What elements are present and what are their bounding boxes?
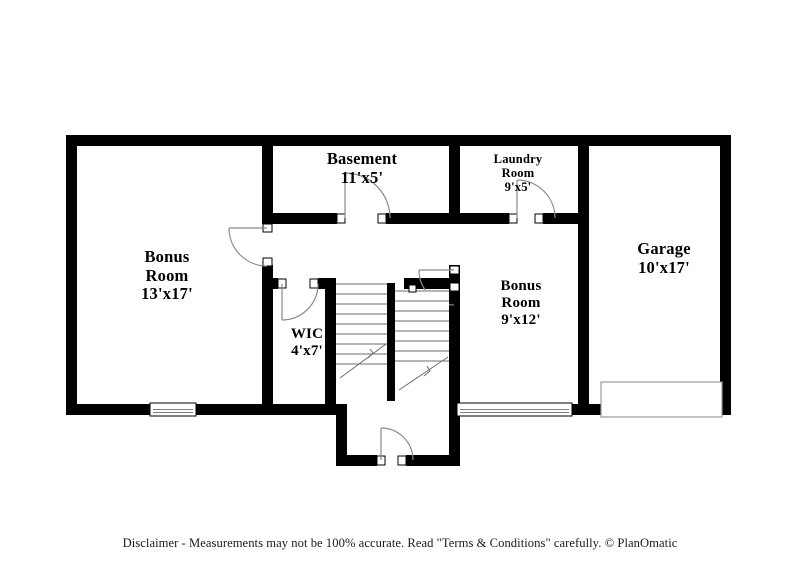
wall-interior-basement-bottom-a bbox=[262, 213, 337, 224]
jamb-laundry-right bbox=[534, 213, 544, 224]
room-name-basement: Basement bbox=[326, 149, 398, 168]
wall-exterior-left bbox=[66, 135, 77, 415]
room-label-bonus-room-right: Bonus Room 9'x12' bbox=[500, 278, 541, 329]
stair-flight-right bbox=[395, 284, 449, 391]
wall-interior-stairs-bonusright bbox=[449, 265, 460, 415]
wall-interior-stairs-top-right bbox=[404, 278, 452, 289]
room-dimensions-bonus-room-right: 9'x12' bbox=[501, 311, 541, 328]
room-dimensions-laundry-room: 9'x5' bbox=[504, 180, 532, 195]
room-name-garage: Garage bbox=[637, 239, 691, 258]
room-name-laundry-room-2: Room bbox=[501, 166, 535, 181]
wall-exterior-bottom-garage bbox=[585, 404, 603, 415]
room-dimensions-wic: 4'x7' bbox=[291, 342, 323, 359]
door-basement bbox=[344, 172, 391, 219]
room-label-wic: WIC 4'x7' bbox=[291, 326, 323, 360]
jamb-basement-left bbox=[336, 213, 346, 224]
jamb-bonusright-bottom bbox=[449, 282, 460, 292]
door-jamb-group bbox=[262, 213, 544, 466]
wall-exterior-bottom-left-a bbox=[66, 404, 150, 415]
jamb-basement-right bbox=[377, 213, 387, 224]
wall-stairwell-bottom-b bbox=[406, 455, 460, 466]
stair-flight-left bbox=[336, 283, 387, 384]
window-group bbox=[149, 402, 573, 417]
jamb-hall-bottom bbox=[262, 257, 273, 267]
wall-stairwell-bottom-a bbox=[336, 455, 377, 466]
stair-direction-arrow-right bbox=[398, 356, 449, 391]
room-dimensions-bonus-room-left: 13'x17' bbox=[141, 284, 193, 304]
room-name-laundry-room: Laundry bbox=[493, 152, 543, 166]
wall-exterior-right bbox=[720, 135, 731, 415]
wall-interior-laundry-bottom-a bbox=[449, 213, 509, 224]
room-dimensions-basement: 11'x5' bbox=[340, 167, 384, 187]
garage-overhead-door bbox=[600, 381, 723, 418]
stairs-group bbox=[336, 283, 449, 391]
room-label-laundry-room: Laundry Room 9'x5' bbox=[494, 152, 543, 194]
room-name-bonus-room-left-2: Room bbox=[145, 265, 189, 285]
door-bonus-left-hall bbox=[228, 227, 268, 267]
wall-interior-laundry-garage bbox=[578, 135, 589, 415]
wall-stairwell-left bbox=[336, 404, 347, 466]
window-bonus-left bbox=[149, 402, 197, 417]
room-dimensions-garage: 10'x17' bbox=[638, 257, 690, 277]
room-name-bonus-room-right: Bonus bbox=[500, 278, 542, 294]
jamb-stairwell-right bbox=[397, 455, 407, 466]
door-swing-group bbox=[228, 172, 556, 461]
wall-interior-wic-top-a bbox=[262, 278, 278, 289]
door-stairwell-entry bbox=[380, 427, 414, 461]
room-name-wic: WIC bbox=[290, 326, 324, 342]
room-label-bonus-room-left: Bonus Room 13'x17' bbox=[141, 247, 193, 304]
room-label-garage: Garage 10'x17' bbox=[637, 239, 691, 277]
door-wic bbox=[281, 283, 319, 321]
disclaimer-text: Disclaimer - Measurements may not be 100… bbox=[122, 536, 678, 550]
jamb-laundry-left bbox=[508, 213, 518, 224]
wall-interior-bonusleft-basement bbox=[262, 135, 273, 220]
wall-stairwell-right bbox=[449, 404, 460, 466]
wall-exterior-top bbox=[66, 135, 731, 146]
wall-interior-bonusleft-right bbox=[262, 265, 273, 415]
stair-direction-arrow-left bbox=[339, 343, 387, 379]
room-name-bonus-room-right-2: Room bbox=[501, 294, 541, 311]
wall-interior-basement-laundry bbox=[449, 135, 460, 224]
wall-stair-center-spine bbox=[387, 283, 395, 401]
door-laundry bbox=[516, 179, 556, 219]
room-name-bonus-room-left: Bonus bbox=[144, 247, 190, 266]
wall-interior-wic-top-b bbox=[318, 278, 336, 289]
room-label-basement: Basement 11'x5' bbox=[326, 149, 398, 187]
wall-interior-wic-stairs bbox=[325, 278, 336, 415]
jamb-wic-right bbox=[309, 278, 319, 289]
window-bonus-right bbox=[456, 402, 573, 417]
wall-interior-laundry-bottom-b bbox=[543, 213, 589, 224]
wall-interior-basement-bottom-b bbox=[386, 213, 450, 224]
